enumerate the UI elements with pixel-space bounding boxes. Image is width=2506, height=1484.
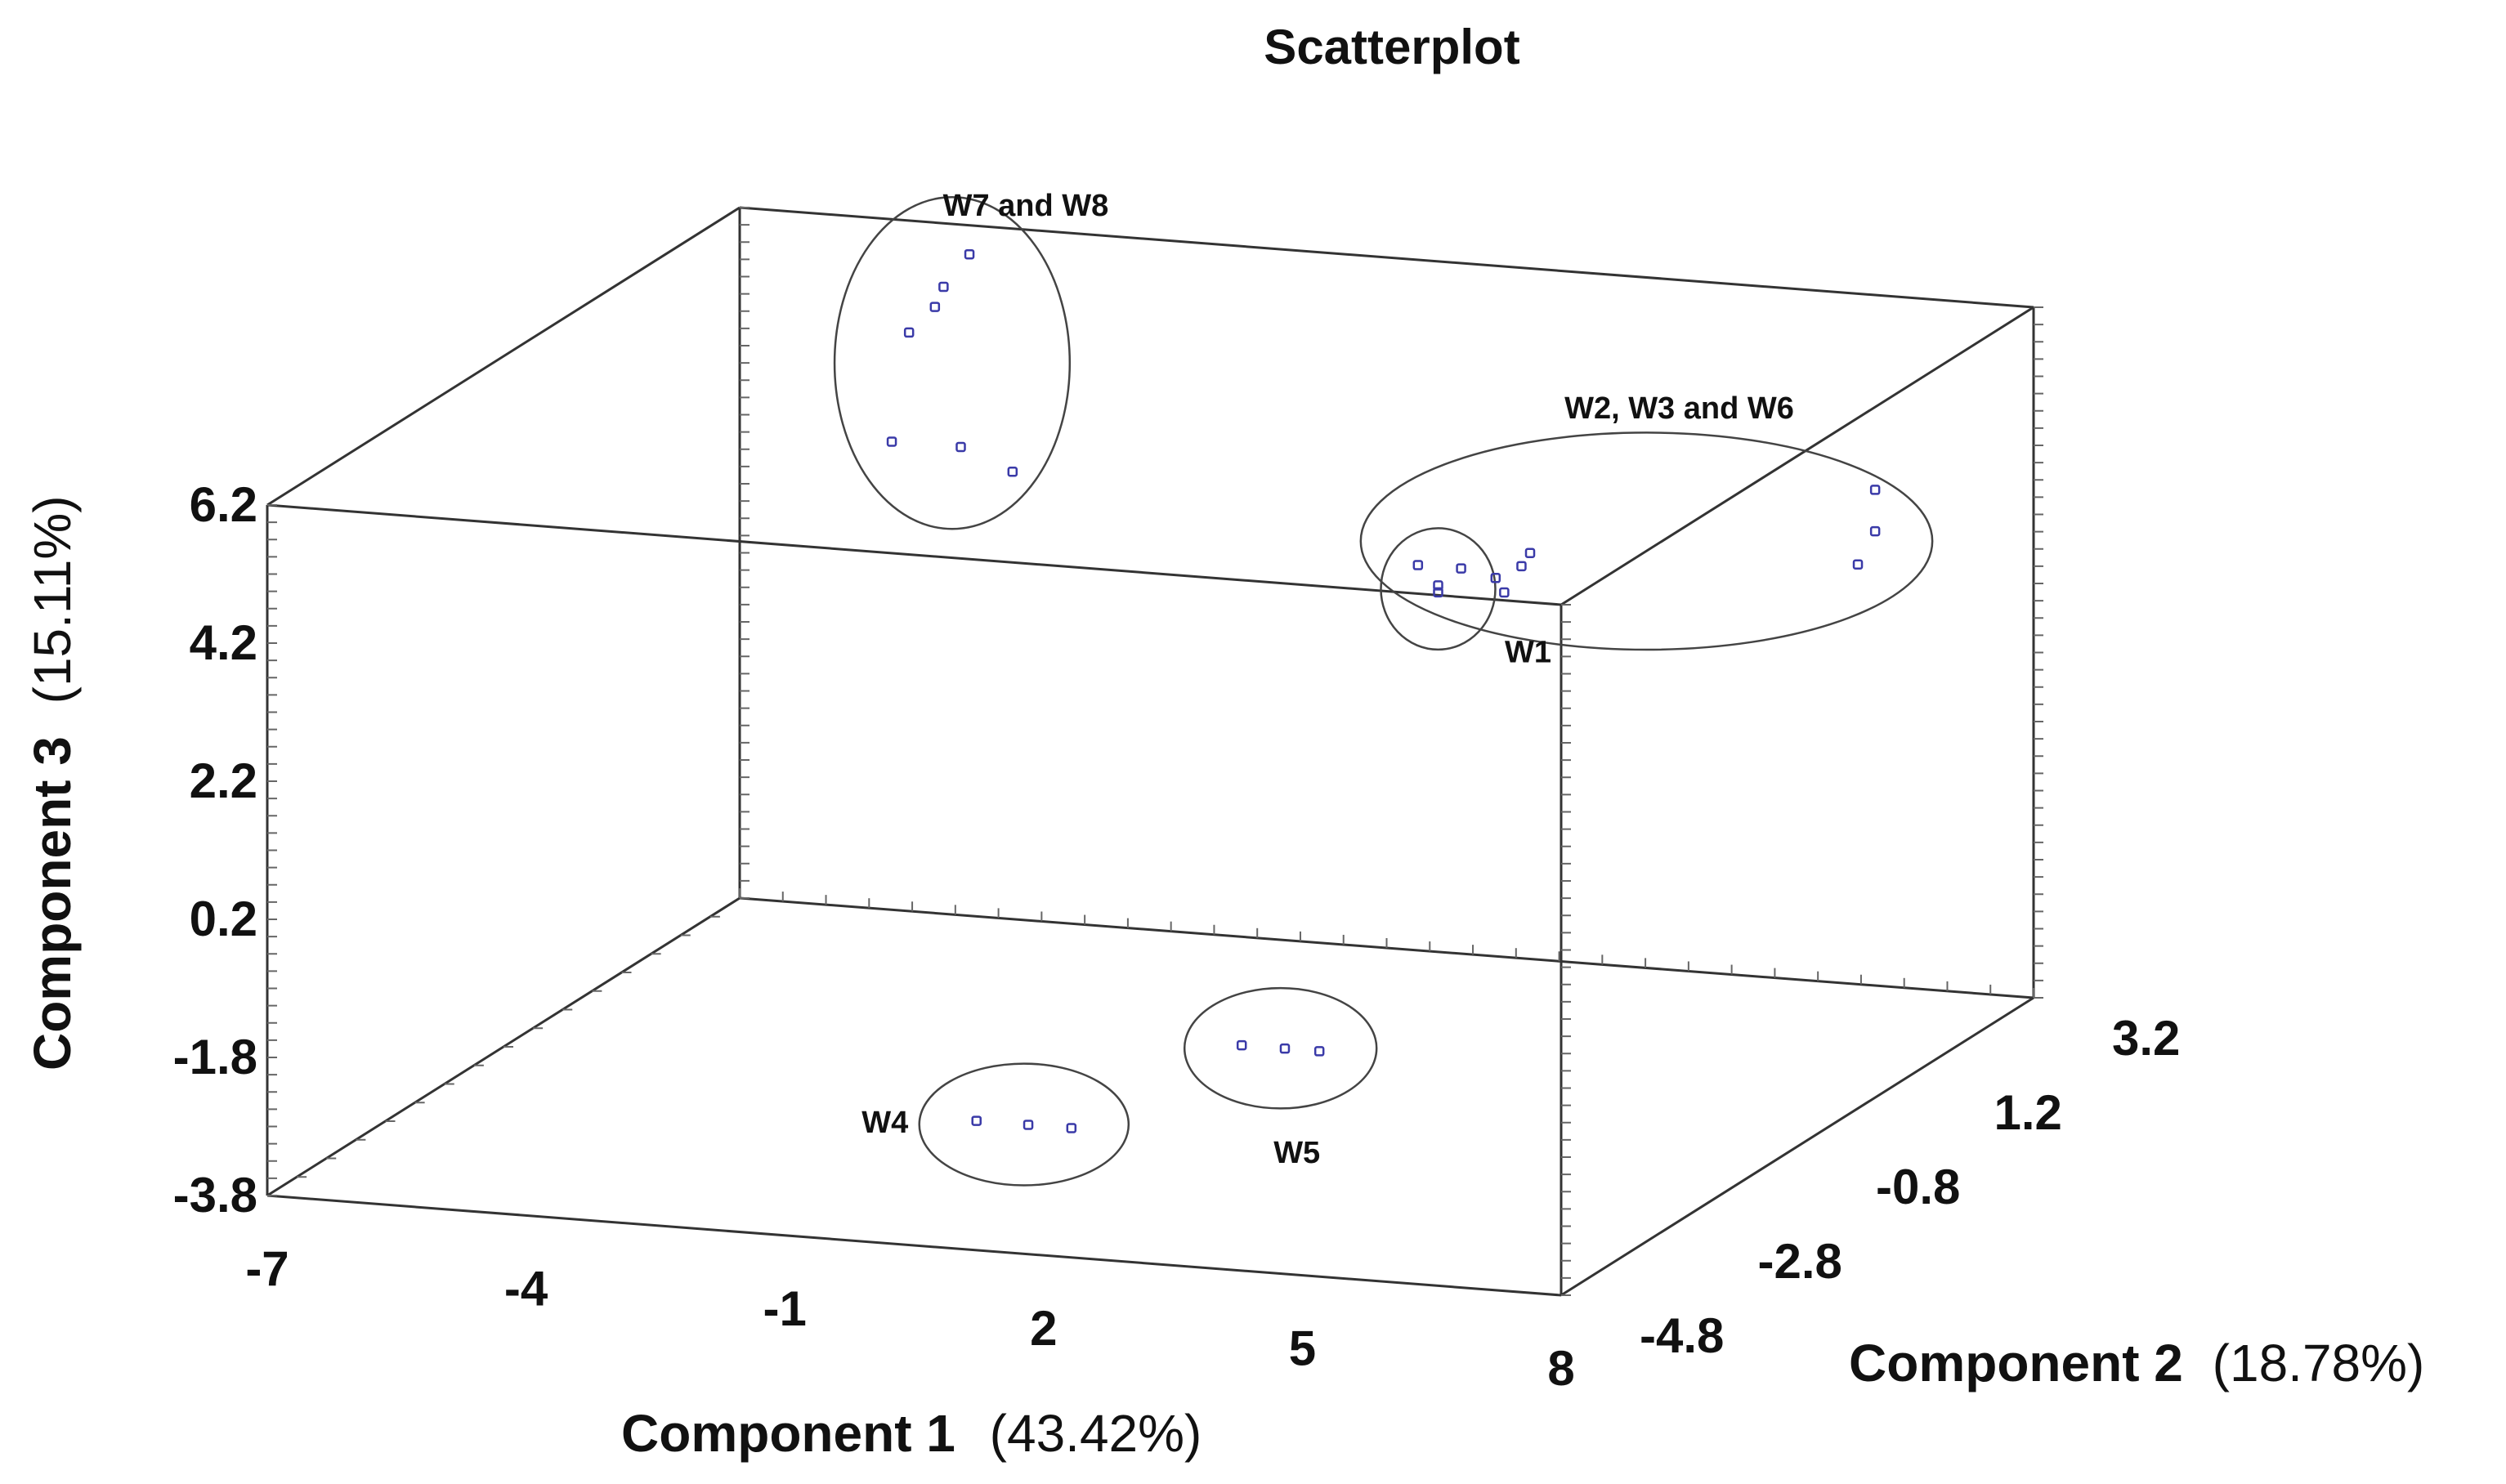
y-axis-ticks: -4.8 -2.8 -0.8 1.2 3.2 — [1640, 1011, 2180, 1363]
z-axis-ticks: -3.8 -1.8 0.2 2.2 4.2 6.2 — [173, 477, 257, 1223]
data-point — [964, 248, 975, 260]
data-point — [1433, 580, 1443, 591]
box-edge — [1560, 306, 2034, 606]
z-tick-label: 4.2 — [190, 615, 257, 670]
data-point — [955, 441, 966, 453]
data-point — [1490, 573, 1501, 583]
data-point — [1516, 561, 1527, 572]
data-point — [903, 327, 915, 338]
z-tick-label: 0.2 — [190, 892, 257, 946]
data-point — [938, 281, 949, 293]
cluster-ellipse — [918, 1062, 1130, 1187]
cluster-label: W7 and W8 — [943, 189, 1109, 223]
data-point — [1066, 1123, 1077, 1133]
y-axis-title-pct: (18.78%) — [2213, 1334, 2425, 1392]
data-point — [1524, 548, 1536, 558]
data-point — [1433, 587, 1443, 598]
axis-tick-marks — [267, 207, 2043, 1296]
box-edge — [1560, 996, 2034, 1297]
data-point — [1499, 587, 1510, 598]
x-tick-label: -4 — [504, 1261, 548, 1316]
cluster-label: W5 — [1273, 1136, 1320, 1170]
y-axis-title-name: Component 2 — [1849, 1334, 2183, 1392]
data-point — [886, 436, 897, 447]
x-tick-label: 8 — [1547, 1341, 1574, 1396]
x-tick-label: -1 — [763, 1281, 807, 1336]
data-point — [1869, 485, 1881, 495]
z-tick-label: 2.2 — [190, 753, 257, 808]
box-edge — [739, 206, 2034, 309]
data-point — [1279, 1043, 1291, 1054]
cluster-label: W2, W3 and W6 — [1564, 391, 1794, 426]
z-axis-title: Component 3 (15.11%) — [23, 495, 82, 1071]
x-tick-label: 2 — [1030, 1301, 1057, 1356]
cluster-label: W4 — [861, 1106, 908, 1140]
x-axis-title-name: Component 1 — [621, 1404, 955, 1463]
y-tick-label: 3.2 — [2112, 1011, 2180, 1066]
y-tick-label: -0.8 — [1876, 1160, 1960, 1214]
data-point — [971, 1115, 982, 1126]
box-edge — [266, 503, 1562, 606]
data-point — [929, 302, 941, 312]
x-tick-label: 5 — [1289, 1321, 1316, 1376]
z-tick-label: -3.8 — [173, 1168, 257, 1223]
data-point — [1236, 1039, 1247, 1051]
data-point — [1313, 1046, 1325, 1057]
cluster-label: W1 — [1505, 636, 1551, 670]
cluster-ellipse — [833, 195, 1072, 530]
box-edge — [266, 206, 741, 507]
x-tick-label: -7 — [245, 1241, 289, 1296]
y-tick-label: 1.2 — [1994, 1085, 2062, 1140]
x-axis-title-pct: (43.42%) — [990, 1404, 1202, 1463]
cluster-ellipse — [1380, 527, 1497, 651]
data-point — [1412, 560, 1424, 570]
data-point — [1007, 466, 1018, 477]
y-tick-label: -2.8 — [1758, 1234, 1842, 1289]
z-axis-title-pct: (15.11%) — [23, 495, 82, 704]
x-axis-ticks: -7 -4 -1 2 5 8 — [245, 1241, 1574, 1396]
plot-box — [266, 206, 2035, 1297]
data-point — [1852, 559, 1864, 570]
z-tick-label: -1.8 — [173, 1030, 257, 1084]
data-point — [1456, 563, 1466, 574]
data-point — [1023, 1120, 1034, 1130]
cluster-ellipse — [1359, 431, 1934, 651]
cluster-ellipse — [1183, 986, 1378, 1110]
chart-title: Scatterplot — [1264, 20, 1519, 74]
z-axis-title-name: Component 3 — [23, 736, 82, 1071]
data-point — [1869, 525, 1881, 537]
box-edge — [266, 1194, 1562, 1297]
y-tick-label: -4.8 — [1640, 1308, 1724, 1363]
z-tick-label: 6.2 — [190, 477, 257, 532]
y-axis-title: Component 2 (18.78%) — [1849, 1334, 2424, 1392]
data-points — [886, 248, 1881, 1133]
x-axis-title: Component 1 (43.42%) — [621, 1404, 1202, 1463]
